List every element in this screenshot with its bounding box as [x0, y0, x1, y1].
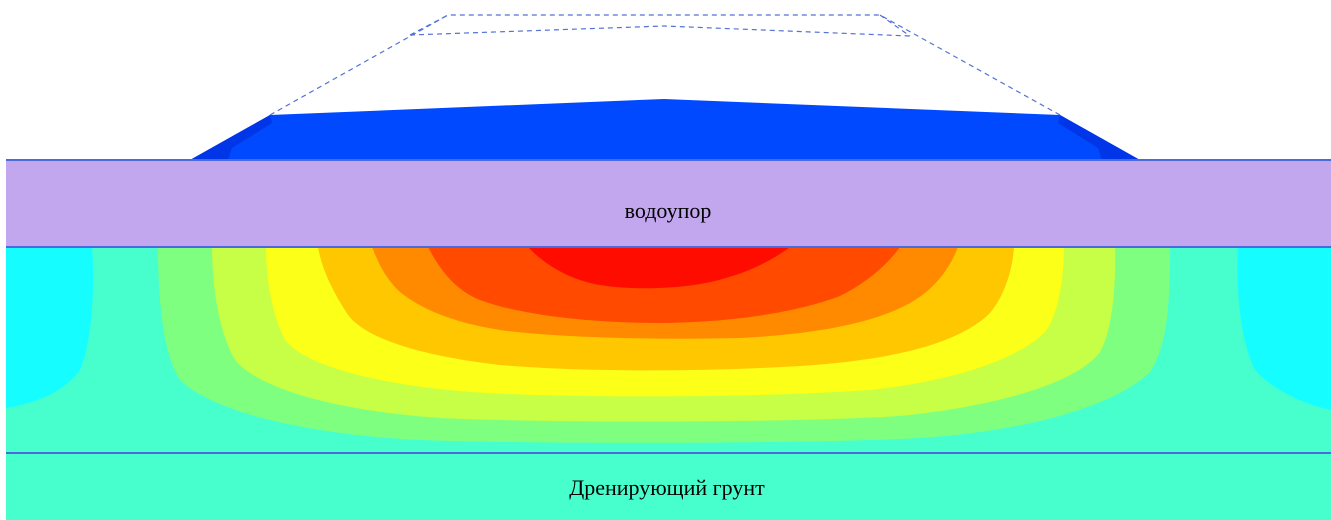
- outline-left-inner-link: [409, 14, 449, 36]
- drainage-soil-layer: Дренирующий грунт: [569, 475, 765, 500]
- embankment: [190, 99, 1140, 160]
- contour-side-right: [1237, 247, 1331, 410]
- original-embankment-outline: [269, 14, 1061, 116]
- aquitard-rect: [6, 160, 1331, 247]
- embankment-body: [190, 99, 1140, 160]
- embankment-left-edge: [190, 115, 272, 160]
- outline-inner: [409, 25, 911, 37]
- contour-side-left: [6, 247, 94, 408]
- contour-band-7: [528, 247, 790, 289]
- outline-outer: [269, 14, 1061, 116]
- outline-right-inner-link: [879, 14, 911, 37]
- pressure-contours: [6, 247, 1331, 520]
- aquitard-layer: водоупор: [6, 159, 1331, 248]
- embankment-right-edge: [1058, 115, 1140, 160]
- aquitard-label: водоупор: [625, 198, 712, 223]
- drainage-soil-label: Дренирующий грунт: [569, 475, 765, 500]
